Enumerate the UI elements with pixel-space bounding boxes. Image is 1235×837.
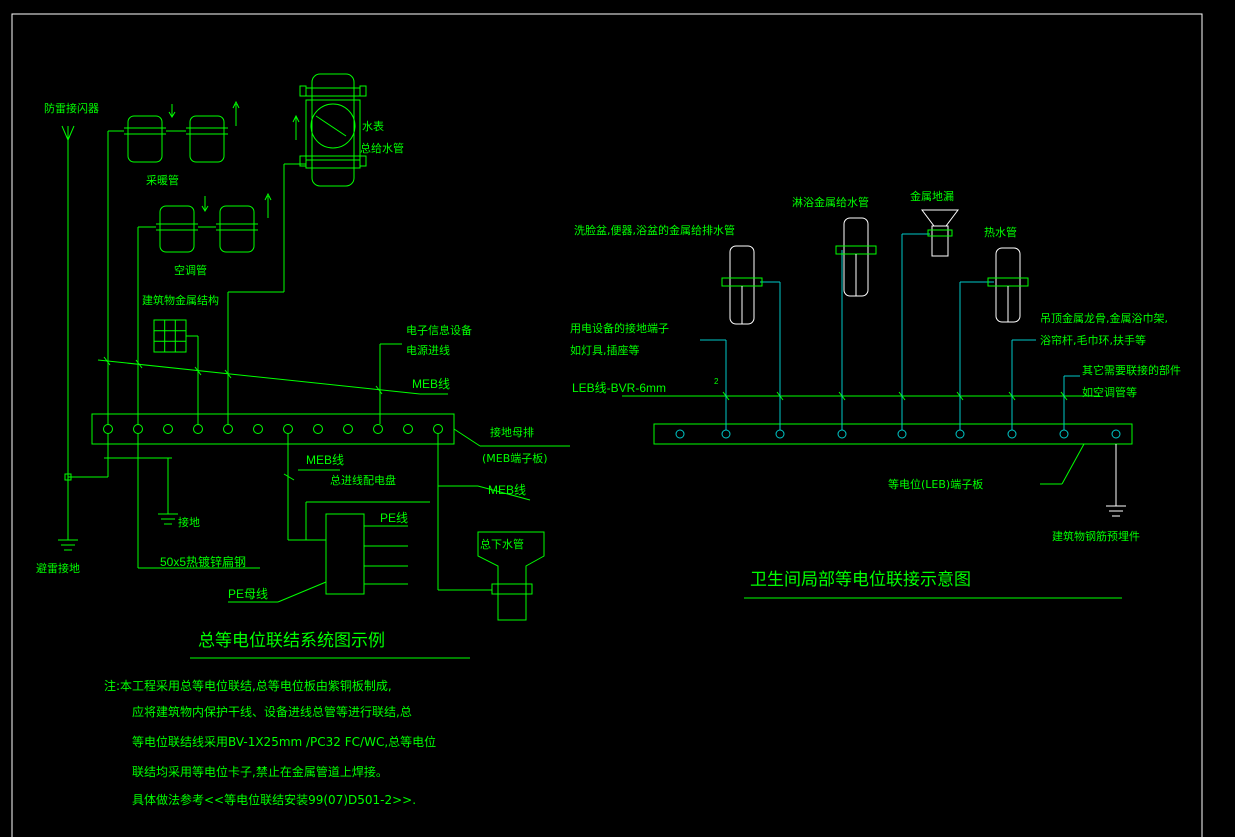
note-line-5: 具体做法参考<<等电位联结安装99(07)D501-2>>. [132, 792, 416, 807]
left-diagram-title: 总等电位联结系统图示例 [198, 631, 385, 651]
label-electronic-info-1: 电子信息设备 [406, 323, 472, 337]
meb-ticks [103, 356, 383, 395]
washbasin-pipe-symbol [721, 245, 763, 325]
label-other-2: 如空调管等 [1082, 385, 1137, 399]
main-equipotential-diagram [58, 73, 570, 621]
label-floor-drain: 金属地漏 [910, 189, 954, 203]
label-ceiling-1: 吊顶金属龙骨,金属浴巾架, [1040, 311, 1168, 325]
label-leb-board: 等电位(LEB)端子板 [888, 477, 983, 491]
label-device-terminal-2: 如灯具,插座等 [570, 343, 640, 357]
hot-water-pipe-symbol [987, 247, 1029, 323]
drain-pipe-symbol [437, 434, 545, 621]
label-other-1: 其它需要联接的部件 [1082, 363, 1181, 377]
label-pe-line: PE线 [380, 511, 408, 525]
label-ceiling-2: 浴帘杆,毛巾环,扶手等 [1040, 333, 1146, 347]
note-line-2: 应将建筑物内保护干线、设备进线总管等进行联结,总 [132, 704, 412, 719]
label-rebar: 建筑物钢筋预埋件 [1052, 529, 1140, 543]
label-main-water-pipe: 总给水管 [360, 141, 404, 155]
local-equipotential-diagram [622, 209, 1133, 517]
label-meb-line-2: MEB线 [306, 453, 344, 467]
label-building-metal: 建筑物金属结构 [142, 293, 219, 307]
water-meter-symbol [227, 73, 367, 424]
label-flat-steel: 50x5热镀锌扁钢 [160, 555, 246, 569]
label-leb-sup: 2 [714, 377, 719, 386]
note-line-3: 等电位联结线采用BV-1X25mm /PC32 FC/WC,总等电位 [132, 734, 436, 749]
label-grounding-bus-2: (MEB端子板) [482, 451, 548, 465]
label-grounding-bus-1: 接地母排 [490, 425, 534, 439]
lightning-arrester-symbol [58, 125, 108, 551]
label-water-meter: 水表 [362, 119, 384, 133]
heating-pipe-symbol [108, 100, 240, 163]
grounding-busbar [91, 413, 570, 447]
label-washbasin: 洗脸盆,便器,浴盆的金属给排水管 [574, 223, 735, 237]
label-device-terminal-1: 用电设备的接地端子 [570, 321, 669, 335]
label-meb-line-1: MEB线 [412, 377, 450, 391]
note-line-1: 注:本工程采用总等电位联结,总等电位板由紫铜板制成, [104, 678, 392, 693]
label-drain-pipe: 总下水管 [480, 537, 524, 551]
drawing-frame [11, 13, 1203, 837]
label-main-dist-board: 总进线配电盘 [330, 473, 396, 487]
label-meb-line-3: MEB线 [488, 483, 526, 497]
label-electronic-info-2: 电源进线 [406, 343, 450, 357]
label-leb-wire: LEB线-BVR-6mm [572, 381, 666, 395]
label-ground: 接地 [178, 516, 200, 529]
label-bath-water: 淋浴金属给水管 [792, 195, 869, 209]
main-distribution-board [228, 434, 430, 603]
note-line-4: 联结均采用等电位卡子,禁止在金属管道上焊接。 [132, 764, 388, 779]
label-lightning-ground: 避雷接地 [36, 561, 80, 575]
right-diagram-title: 卫生间局部等电位联接示意图 [750, 570, 971, 590]
label-hot-water: 热水管 [984, 225, 1017, 239]
label-ac-pipe: 空调管 [174, 263, 207, 277]
label-pe-bus: PE母线 [228, 587, 268, 601]
building-metal-structure-symbol [153, 319, 199, 424]
bath-water-pipe-symbol [835, 217, 877, 297]
notes-block: 注:本工程采用总等电位联结,总等电位板由紫铜板制成, 应将建筑物内保护干线、设备… [104, 678, 436, 807]
floor-drain-symbol [921, 209, 959, 257]
label-heating-pipe: 采暖管 [146, 173, 179, 187]
label-lightning-arrester: 防雷接闪器 [44, 101, 99, 115]
ac-pipe-symbol [137, 192, 272, 424]
